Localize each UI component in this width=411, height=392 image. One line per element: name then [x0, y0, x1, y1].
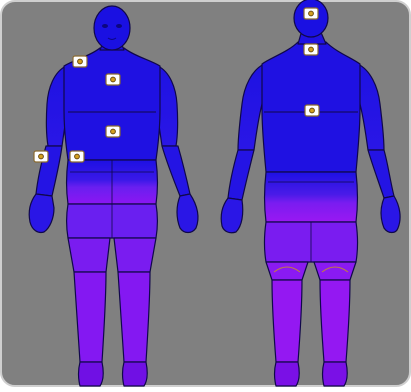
- front-left-foot: [79, 362, 104, 386]
- front-left-shin: [74, 272, 106, 362]
- sensor-marker: [304, 8, 318, 19]
- sensor-marker: [305, 105, 319, 116]
- front-left-thigh: [68, 238, 110, 272]
- back-right-hand: [381, 196, 400, 233]
- back-left-hand: [221, 198, 243, 233]
- sensor-marker: [34, 151, 48, 162]
- sensor-marker: [106, 126, 120, 137]
- back-left-foot: [275, 362, 300, 386]
- sensor-marker: [73, 56, 87, 67]
- back-right-calf: [320, 280, 350, 362]
- sensor-marker: [304, 44, 318, 55]
- sensor-marker: [70, 151, 84, 162]
- sensor-marker: [106, 74, 120, 85]
- back-lower-torso: [265, 172, 358, 222]
- front-head: [94, 6, 130, 50]
- front-right-foot: [123, 362, 148, 386]
- back-right-foot: [323, 362, 348, 386]
- back-left-thigh: [266, 262, 308, 280]
- front-right-shin: [118, 272, 150, 362]
- back-right-thigh: [314, 262, 356, 280]
- back-left-calf: [272, 280, 302, 362]
- front-right-thigh: [114, 238, 156, 272]
